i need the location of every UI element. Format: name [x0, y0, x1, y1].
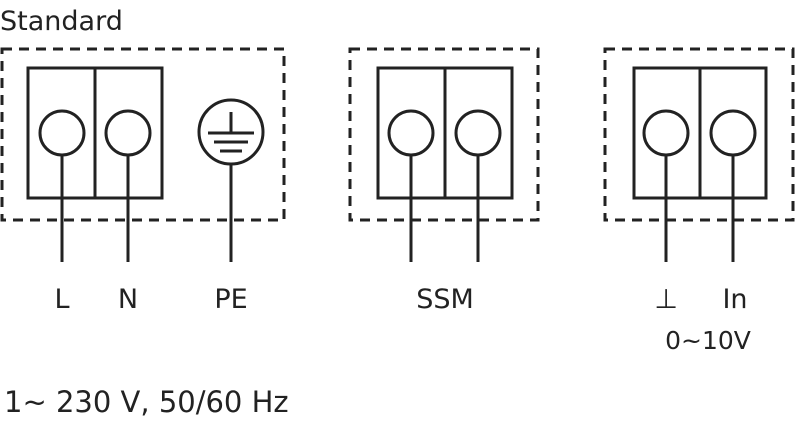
- label-in: In: [722, 284, 748, 315]
- supply-spec: 1~ 230 V, 50/60 Hz: [4, 385, 289, 419]
- terminal-l: [38, 109, 86, 157]
- label-pe: PE: [214, 284, 248, 315]
- label-ground: ⊥: [654, 284, 678, 315]
- diagram-title: Standard: [0, 6, 123, 37]
- ssm-terminal-box: [348, 47, 540, 262]
- power-terminal-box: [0, 47, 286, 262]
- label-ssm: SSM: [416, 284, 474, 315]
- terminal-n: [104, 109, 152, 157]
- label-l: L: [54, 284, 70, 315]
- label-range: 0~10V: [665, 326, 751, 355]
- label-n: N: [117, 284, 139, 315]
- protective-earth-icon: [197, 98, 265, 262]
- analog-terminal-box: [603, 47, 795, 262]
